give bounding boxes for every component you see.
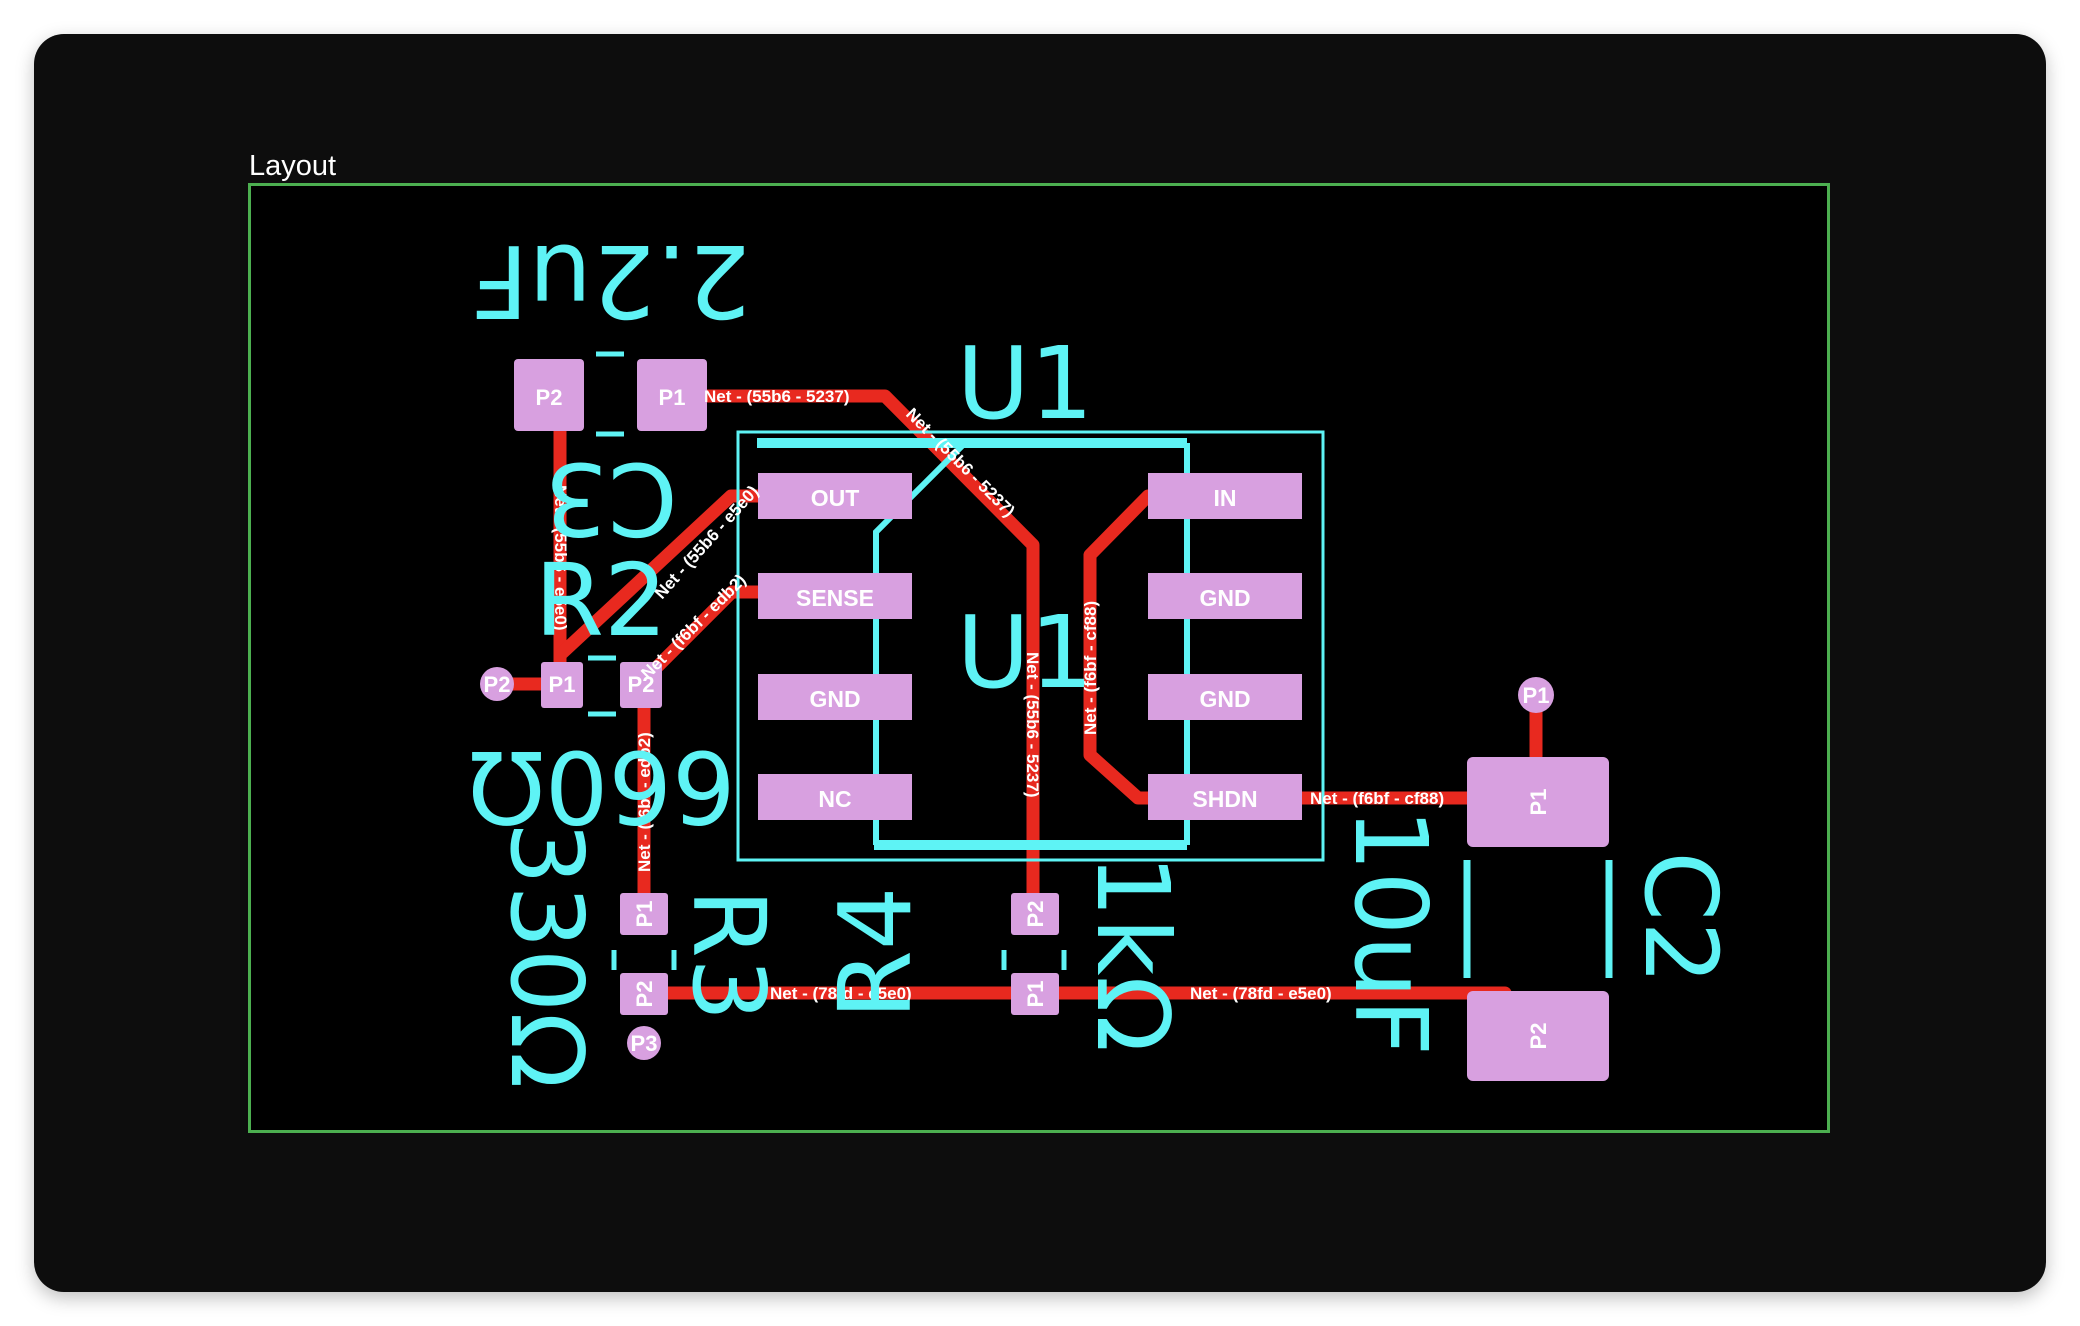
pad-c3-p1[interactable] [637,359,707,431]
u1-pin-labels: OUT SENSE GND NC IN GND GND SHDN [796,485,1258,812]
pad-sense[interactable] [758,573,912,619]
net-label-7: Net - (55b6 - 5237) [1023,652,1042,798]
designator-u1-mid: U1 [957,594,1094,711]
pad-out[interactable] [758,473,912,519]
trace-in-shdn[interactable] [1083,489,1167,805]
pad-label-r3-p3: P3 [631,1031,658,1056]
net-label-10: Net - (78fd - e5e0) [770,984,912,1003]
pad-c2-p1[interactable] [1467,757,1609,847]
value-r4: 1kΩ [1074,854,1191,1052]
pin-label-sense: SENSE [796,585,874,611]
value-r2: 660Ω [468,728,735,845]
pin-label-in: IN [1214,485,1237,511]
pad-label-r3-p2: P2 [632,981,657,1008]
passive-pads [480,359,1609,1081]
value-c3: 2.2uF [471,222,751,339]
pad-c2-p1-top[interactable] [1518,677,1554,713]
pad-label-c2-p1-top: P1 [1523,683,1550,708]
pad-r4-p1[interactable] [1011,973,1059,1015]
pad-label-r2-p2-left: P2 [484,672,511,697]
pin-label-shdn: SHDN [1192,786,1257,812]
designator-u1-top: U1 [957,325,1094,442]
pin-label-nc: NC [818,786,851,812]
pad-label-c2-p2: P2 [1526,1023,1551,1050]
pad-label-r4-p1: P1 [1023,981,1048,1008]
pin-label-out: OUT [811,485,860,511]
pad-label-c3-p1: P1 [659,385,686,410]
pad-gnd-left[interactable] [758,674,912,720]
pad-label-c3-p2: P2 [536,385,563,410]
pad-nc[interactable] [758,774,912,820]
value-c2: 10uF [1332,808,1449,1056]
pin-label-gnd-left: GND [809,686,860,712]
pad-c2-p2[interactable] [1467,991,1609,1081]
pad-label-c2-p1: P1 [1526,789,1551,816]
pin-label-gnd-right-1: GND [1199,585,1250,611]
layout-title: Layout [249,150,337,182]
passive-pad-labels: P2 P1 P2 P1 P2 P1 P2 P3 P2 P1 P1 P1 P2 [484,385,1551,1056]
pad-label-r3-p1: P1 [632,901,657,928]
designator-c2: C2 [1622,851,1739,984]
pad-c3-p2[interactable] [514,359,584,431]
pad-r3-p3[interactable] [627,1026,661,1060]
value-r3: 330Ω [488,821,605,1088]
designator-c3: C3 [544,440,677,557]
pad-r3-p2[interactable] [620,973,668,1015]
designator-labels: U1 U1 2.2uF C3 R2 660Ω R3 330Ω R4 1kΩ C2… [468,222,1739,1089]
trace-55b6-5237[interactable] [664,389,1040,919]
pad-shdn[interactable] [1148,774,1302,820]
pad-gnd-right-1[interactable] [1148,573,1302,619]
pad-label-r2-p1: P1 [549,672,576,697]
pad-gnd-right-2[interactable] [1148,674,1302,720]
net-label-3: Net - (55b6 - e5e0) [551,485,570,631]
designator-r4: R4 [817,886,934,1019]
u1-pads [758,473,1302,820]
pin-label-gnd-right-2: GND [1199,686,1250,712]
designator-r3: R3 [670,888,787,1021]
pad-in[interactable] [1148,473,1302,519]
net-label-8: Net - (f6bf - cf88) [1081,601,1100,735]
net-label-9: Net - (f6bf - cf88) [1310,789,1444,808]
trace-r2-sense[interactable] [633,585,769,691]
pad-r2-p2-left[interactable] [480,667,514,701]
pad-r3-p1[interactable] [620,893,668,935]
pad-r2-p1[interactable] [541,662,583,708]
net-label-6: Net - (f6bf - edb2) [635,732,654,872]
pad-r2-p2[interactable] [620,662,662,708]
pad-label-r2-p2: P2 [628,672,655,697]
component-silk-marks [588,351,1613,978]
pad-label-r4-p2: P2 [1023,901,1048,928]
net-label-11: Net - (78fd - e5e0) [1190,984,1332,1003]
net-label-1: Net - (55b6 - 5237) [704,387,850,406]
pad-r4-p2[interactable] [1011,893,1059,935]
designator-r2: R2 [534,542,667,659]
